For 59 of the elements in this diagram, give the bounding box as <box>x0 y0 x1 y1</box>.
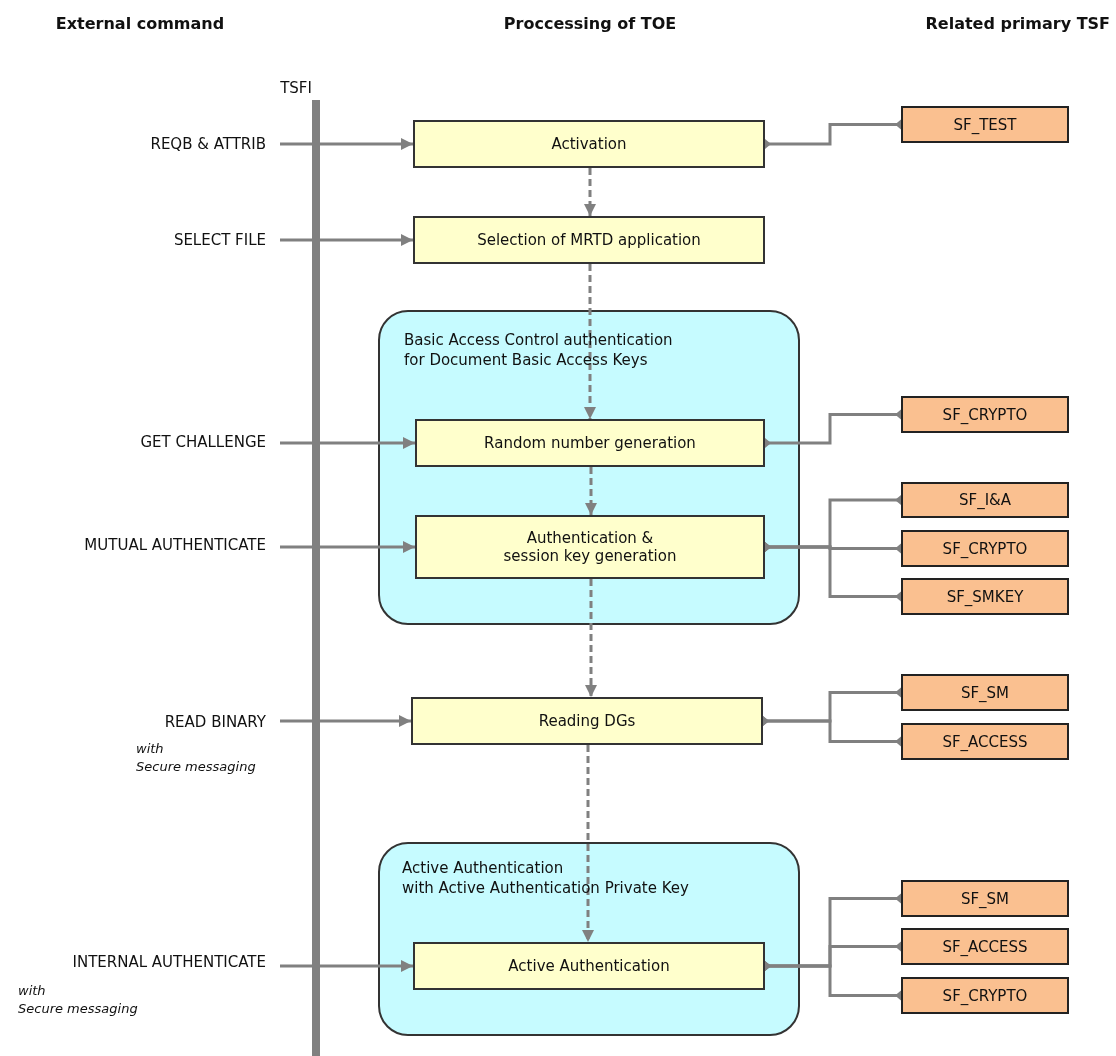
arrow <box>280 715 411 727</box>
process-box <box>413 120 765 168</box>
dashed-arrow <box>585 579 597 697</box>
box-label: SF_I&A <box>959 491 1011 509</box>
process-box <box>415 515 765 579</box>
process-box <box>413 942 765 990</box>
column-heading: Proccessing of TOE <box>503 14 677 33</box>
arrow <box>280 234 413 246</box>
box-label: SF_ACCESS <box>942 937 1028 956</box>
dashed-arrow <box>584 168 596 216</box>
box-label: SF_CRYPTO <box>942 405 1028 424</box>
box-label: Authentication & session key generation <box>503 529 677 565</box>
box-label: SF_SMKEY <box>946 587 1024 606</box>
group-heading: Active Authentication with Active Authentication Private Key <box>402 858 689 899</box>
function-box <box>901 396 1069 433</box>
dashed-arrow <box>585 467 597 515</box>
box-label: Active Authentication <box>508 957 670 975</box>
box-label: SF_SM <box>960 889 1010 908</box>
group-panel <box>378 842 800 1036</box>
box-label: Selection of MRTD application <box>477 231 701 249</box>
function-box <box>901 106 1069 143</box>
box-label: SF_ACCESS <box>942 732 1028 751</box>
column-heading: External command <box>55 14 225 33</box>
dashed-arrow <box>584 264 596 419</box>
command-label: MUTUAL AUTHENTICATE <box>84 535 266 555</box>
function-box <box>901 880 1069 917</box>
box-label: Activation <box>551 135 627 153</box>
note-text: with Secure messaging <box>136 740 256 776</box>
interface-label: TSFI <box>280 78 312 98</box>
box-label: SF_CRYPTO <box>942 986 1028 1005</box>
function-box <box>901 530 1069 567</box>
box-label: Reading DGs <box>538 712 636 730</box>
function-box <box>901 977 1069 1014</box>
command-label: REQB & ATTRIB <box>150 134 266 154</box>
function-box <box>901 482 1069 518</box>
command-label: GET CHALLENGE <box>140 432 266 452</box>
arrow <box>280 437 415 449</box>
box-label: SF_CRYPTO <box>942 539 1028 558</box>
function-box <box>901 723 1069 760</box>
arrow <box>280 960 413 972</box>
command-label: INTERNAL AUTHENTICATE <box>72 952 266 972</box>
column-heading: Related primary TSF <box>925 14 1110 33</box>
dashed-arrow <box>582 745 594 942</box>
box-label: SF_SM <box>960 683 1010 702</box>
arrow <box>280 138 413 150</box>
note-text: with Secure messaging <box>18 982 138 1018</box>
arrow <box>280 541 415 553</box>
box-label: Random number generation <box>484 434 696 452</box>
command-label: SELECT FILE <box>173 230 266 250</box>
group-panel <box>378 310 800 625</box>
process-box <box>415 419 765 467</box>
command-label: READ BINARY <box>164 712 266 732</box>
process-box <box>413 216 765 264</box>
box-label: SF_TEST <box>953 115 1017 134</box>
process-box <box>411 697 763 745</box>
group-heading: Basic Access Control authentication for Document Basic Access Keys <box>404 330 673 371</box>
function-box <box>901 578 1069 615</box>
function-box <box>901 928 1069 965</box>
function-box <box>901 674 1069 711</box>
